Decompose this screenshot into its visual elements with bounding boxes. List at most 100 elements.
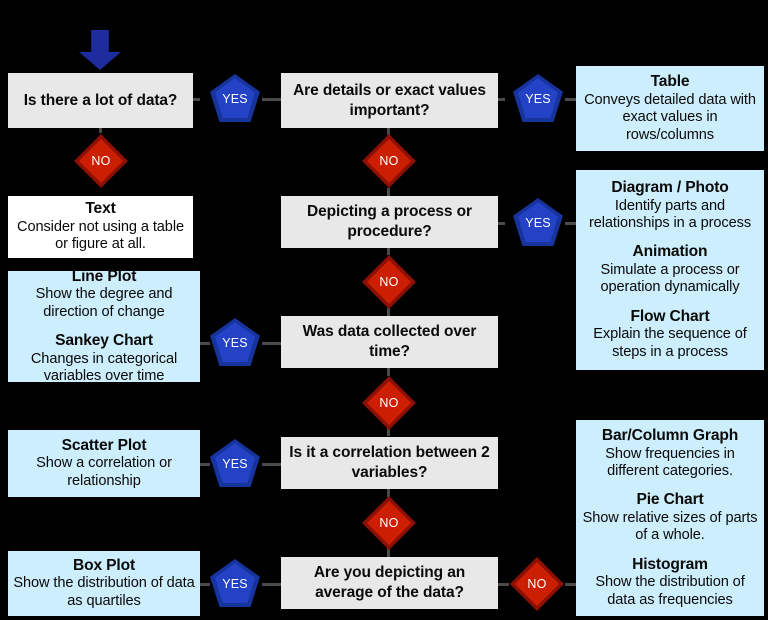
yes-label: YES [222, 457, 248, 471]
answer-description: Show relative sizes of parts of a whole. [582, 509, 758, 544]
connector [565, 98, 577, 101]
no-label: NO [527, 577, 547, 591]
answer-heading: Histogram [632, 555, 708, 573]
no-marker-q4[interactable]: NO [362, 376, 416, 430]
answer-group: Pie Chart Show relative sizes of parts o… [581, 491, 759, 544]
no-marker-q3[interactable]: NO [362, 255, 416, 309]
answer-box-correlation[interactable]: Scatter Plot Show a correlation or relat… [8, 430, 200, 497]
answer-heading: Flow Chart [630, 307, 710, 325]
connector [565, 222, 577, 225]
yes-label: YES [222, 92, 248, 106]
connector [99, 127, 102, 133]
answer-heading: Diagram / Photo [611, 178, 729, 196]
answer-description: Consider not using a table or figure at … [17, 218, 184, 253]
yes-label: YES [525, 216, 551, 230]
yes-marker-q6[interactable]: YES [210, 559, 260, 607]
answer-box-process[interactable]: Diagram / Photo Identify parts and relat… [576, 170, 764, 370]
connector [387, 489, 390, 497]
question-box-q1[interactable]: Is there a lot of data? [8, 73, 193, 128]
question-box-q2[interactable]: Are details or exact values important? [281, 73, 498, 128]
answer-group: Animation Simulate a process or operatio… [581, 243, 759, 296]
connector [192, 463, 210, 466]
answer-description: Identify parts and relationships in a pr… [588, 197, 752, 231]
answer-description: Show the distribution of data as frequen… [595, 574, 745, 608]
answer-group: Flow Chart Explain the sequence of steps… [581, 308, 759, 361]
answer-group: Scatter Plot Show a correlation or relat… [13, 437, 195, 490]
connector [262, 98, 282, 101]
answer-group: Diagram / Photo Identify parts and relat… [581, 179, 759, 232]
connector [262, 463, 282, 466]
connector [387, 127, 390, 135]
no-marker-q2[interactable]: NO [362, 134, 416, 188]
no-label: NO [379, 396, 399, 410]
no-marker-q1[interactable]: NO [74, 134, 128, 188]
answer-heading: Animation [632, 243, 708, 261]
answer-description: Show a correlation or relationship [36, 455, 172, 489]
no-label: NO [379, 516, 399, 530]
answer-group: Sankey Chart Changes in categorical vari… [13, 332, 195, 385]
connector [262, 583, 282, 586]
connector [387, 188, 390, 196]
question-box-q6[interactable]: Are you depicting an average of the data… [281, 557, 498, 609]
answer-group: Line Plot Show the degree and direction … [13, 268, 195, 321]
answer-description: Show the distribution of data as quartil… [13, 575, 195, 609]
question-box-q3[interactable]: Depicting a process or procedure? [281, 196, 498, 248]
yes-marker-q1[interactable]: YES [210, 74, 260, 122]
answer-box-frequency[interactable]: Bar/Column Graph Show frequencies in dif… [576, 420, 764, 616]
connector [387, 247, 390, 255]
connector [497, 98, 505, 101]
answer-description: Show frequencies in different categories… [605, 445, 735, 479]
question-text: Was data collected over time? [302, 323, 477, 360]
question-text: Is it a correlation between 2 variables? [289, 444, 490, 481]
answer-heading: Box Plot [72, 556, 136, 574]
yes-marker-q5[interactable]: YES [210, 439, 260, 487]
answer-heading: Pie Chart [636, 491, 704, 509]
no-marker-q6[interactable]: NO [510, 557, 564, 611]
no-label: NO [379, 275, 399, 289]
question-text: Depicting a process or procedure? [307, 203, 472, 240]
yes-label: YES [222, 336, 248, 350]
answer-group: Histogram Show the distribution of data … [581, 556, 759, 609]
down-arrow-shape [79, 30, 121, 70]
question-box-q5[interactable]: Is it a correlation between 2 variables? [281, 437, 498, 489]
yes-label: YES [525, 92, 551, 106]
connector [387, 308, 390, 316]
connector [192, 583, 210, 586]
answer-description: Explain the sequence of steps in a proce… [593, 326, 747, 360]
answer-group: Box Plot Show the distribution of data a… [13, 557, 195, 610]
answer-description: Simulate a process or operation dynamica… [600, 261, 740, 296]
answer-box-text[interactable]: Text Consider not using a table or figur… [8, 196, 193, 258]
yes-label: YES [222, 577, 248, 591]
answer-heading: Line Plot [71, 267, 137, 285]
connector [387, 428, 390, 436]
answer-group: Text Consider not using a table or figur… [13, 200, 188, 253]
yes-marker-q3[interactable]: YES [513, 198, 563, 246]
no-label: NO [379, 154, 399, 168]
question-text: Are details or exact values important? [293, 81, 486, 119]
question-text: Is there a lot of data? [23, 91, 178, 109]
question-box-q4[interactable]: Was data collected over time? [281, 316, 498, 368]
connector [565, 583, 577, 586]
down-arrow-icon [79, 30, 121, 70]
answer-description: Show the degree and direction of change [35, 286, 173, 320]
answer-heading: Scatter Plot [61, 436, 147, 454]
answer-group: Bar/Column Graph Show frequencies in dif… [581, 427, 759, 480]
connector [262, 342, 282, 345]
answer-heading: Table [650, 73, 690, 91]
yes-marker-q4[interactable]: YES [210, 318, 260, 366]
answer-description: Changes in categorical variables over ti… [30, 350, 178, 385]
answer-box-average[interactable]: Box Plot Show the distribution of data a… [8, 551, 200, 616]
connector [192, 342, 210, 345]
no-marker-q5[interactable]: NO [362, 496, 416, 550]
answer-box-table[interactable]: Table Conveys detailed data with exact v… [576, 66, 764, 151]
question-text: Are you depicting an average of the data… [313, 564, 466, 601]
answer-heading: Text [85, 200, 116, 218]
answer-box-time[interactable]: Line Plot Show the degree and direction … [8, 268, 200, 385]
answer-heading: Bar/Column Graph [601, 426, 739, 444]
connector [387, 548, 390, 557]
yes-marker-q2[interactable]: YES [513, 74, 563, 122]
connector [387, 367, 390, 376]
connector [497, 583, 509, 586]
no-label: NO [91, 154, 111, 168]
